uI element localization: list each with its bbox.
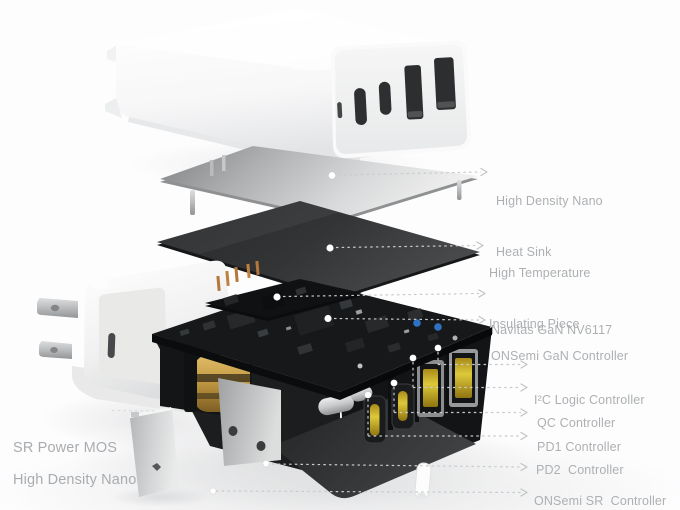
wall-plug-prongs: [37, 298, 78, 359]
shell-usb-slot: [107, 333, 116, 359]
arrowhead-icon: [520, 488, 528, 497]
callout-sr-power-mos-left: SR Power MOS: [13, 440, 118, 456]
arrowhead-icon: [520, 462, 528, 472]
blue-component-1: [413, 319, 421, 327]
arrowhead-icon: [478, 315, 486, 325]
arrowhead-icon: [520, 383, 528, 392]
callout-insulating-piece: High Temperature Insulating Piece: [489, 266, 591, 331]
charger-shell: [105, 10, 472, 165]
leader-heat-sink-top: [337, 171, 482, 176]
arrowhead-icon: [520, 408, 528, 417]
mid-heat-sink-plate: [218, 378, 281, 466]
arrowhead-icon: [520, 360, 528, 369]
leader-dots: [209, 171, 442, 495]
leader-onsemi-sr: [271, 463, 522, 468]
callout-onsemi-sr: ONSemi SR Controller: [534, 494, 667, 508]
callout-pd2-controller: PD2 Controller: [536, 463, 624, 477]
callout-sr-power-mos-right: SR Power MOS: [536, 485, 626, 510]
usb-c-connector-1: [363, 395, 387, 444]
leader-pd2: [367, 399, 521, 437]
pcb-usb-ports: [363, 349, 478, 444]
leader-pd1: [393, 387, 521, 414]
copper-pins: [216, 260, 260, 292]
arrowhead-icon: [520, 431, 528, 441]
usb-a-port-1-slot: [404, 65, 424, 120]
leader-qc: [412, 362, 521, 389]
bottom-plate: [272, 398, 476, 499]
led-indicator: [337, 102, 343, 119]
leader-insulating-piece: [335, 244, 478, 249]
usb-a-port-2-slot: [434, 57, 456, 110]
charger-ports: [337, 57, 456, 126]
callout-qc-controller: QC Controller: [537, 416, 616, 430]
callout-i2c-logic: I²C Logic Controller: [534, 393, 645, 407]
usb-a-connector-2: [449, 349, 478, 407]
usb-a-connector-1: [417, 360, 444, 417]
leader-arrowheads: [476, 167, 528, 497]
daughterboard: [205, 260, 362, 321]
heat-sink-logo: [152, 463, 161, 471]
arrowhead-icon: [476, 241, 484, 250]
leader-sr-mos-left: [111, 409, 159, 412]
arrowhead-icon: [478, 289, 486, 298]
pcb-assembly: [152, 260, 492, 499]
usb-c-port-2-slot: [378, 81, 392, 115]
usb-c-port-1-slot: [354, 88, 367, 126]
leader-navitas: [282, 292, 480, 298]
callout-heat-sink-small: High Density Nano Heat Sink: [13, 472, 137, 488]
sr-power-mos-chip: [414, 462, 432, 499]
callout-onsemi-gan: ONSemi GaN Controller: [491, 349, 629, 363]
insulating-sheet: [157, 201, 480, 300]
small-heat-sink: [129, 407, 179, 497]
leader-onsemi-gan: [333, 317, 480, 321]
blue-component-2: [434, 323, 442, 331]
arrowhead-icon: [480, 167, 488, 177]
callout-pd1-controller: PD1 Controller: [537, 440, 622, 454]
callout-heat-sink-top: High Density Nano Heat Sink: [496, 194, 603, 259]
usb-c-connector-2: [391, 383, 415, 430]
callout-navitas-gan: Navitas GaN NV6117: [491, 323, 613, 337]
leader-i2c: [437, 352, 521, 366]
leader-lines: [111, 171, 522, 494]
